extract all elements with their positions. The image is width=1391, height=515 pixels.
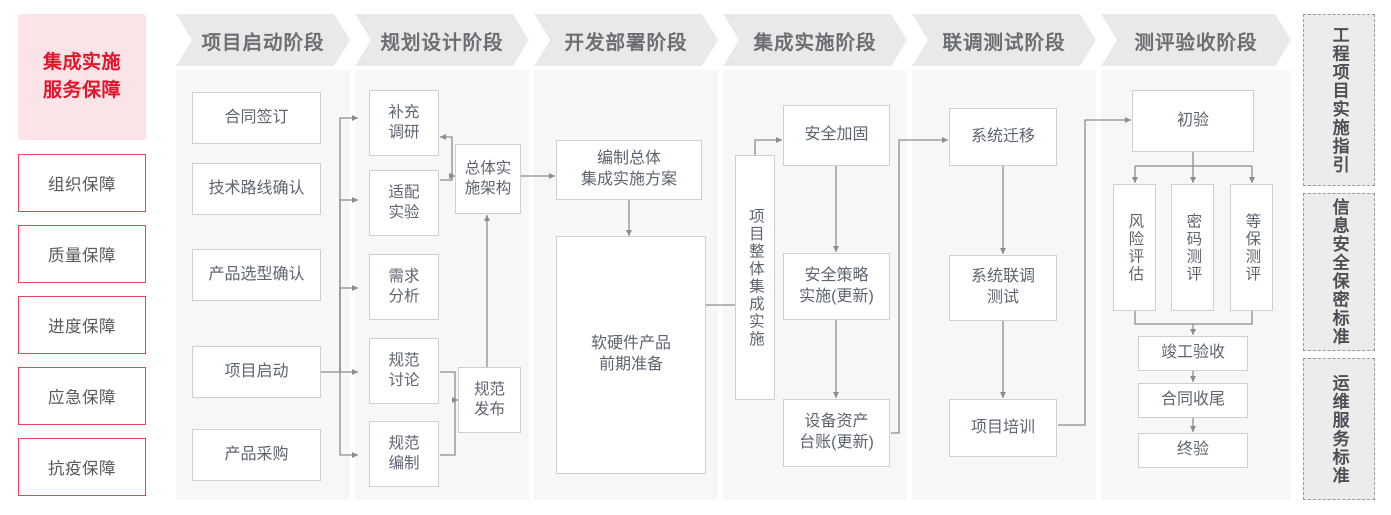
node-product-selection-confirm[interactable]: 产品选型确认 <box>192 249 321 301</box>
node-supplementary-research[interactable]: 补充调研 <box>369 90 439 156</box>
node-label: 需求分析 <box>388 267 420 305</box>
node-system-joint-debug-test[interactable]: 系统联调测试 <box>949 255 1057 321</box>
node-contract-closure[interactable]: 合同收尾 <box>1138 383 1248 418</box>
node-adaptation-experiment[interactable]: 适配实验 <box>369 170 439 236</box>
node-label: 项目整体集成实施 <box>746 207 764 348</box>
phase-header-label: 项目启动阶段 <box>201 31 325 54</box>
node-label: 终验 <box>1176 441 1209 459</box>
node-risk-assessment[interactable]: 风险评估 <box>1113 184 1156 311</box>
phase-header-3: 开发部署阶段 <box>534 14 718 66</box>
phase-header-4: 集成实施阶段 <box>723 14 907 66</box>
node-label: 适配实验 <box>388 183 420 221</box>
node-preliminary-acceptance[interactable]: 初验 <box>1132 90 1254 152</box>
phase-header-label: 开发部署阶段 <box>564 31 688 54</box>
phase-header-label: 联调测试阶段 <box>942 31 1066 54</box>
phase-header-2: 规划设计阶段 <box>355 14 529 66</box>
left-panel-title-line1: 集成实施 <box>42 52 121 74</box>
left-item-label: 抗疫保障 <box>48 460 116 478</box>
sidebar-block-1[interactable]: 信息安全保密标准 <box>1303 193 1375 351</box>
node-label: 规范发布 <box>473 380 505 418</box>
node-overall-project-integration[interactable]: 项目整体集成实施 <box>735 155 775 400</box>
sidebar-block-label: 信息安全保密标准 <box>1329 198 1349 346</box>
left-panel-title-line2: 服务保障 <box>42 80 121 101</box>
phase-header-label: 规划设计阶段 <box>380 31 504 54</box>
node-label: 安全加固 <box>804 126 869 144</box>
sidebar-block-2[interactable]: 运维服务标准 <box>1303 358 1375 500</box>
phase-header-6: 测评验收阶段 <box>1101 14 1291 66</box>
node-label: 补充调研 <box>388 103 420 141</box>
left-item-4[interactable]: 抗疫保障 <box>18 438 146 496</box>
left-item-label: 组织保障 <box>48 176 116 194</box>
sidebar-block-label: 运维服务标准 <box>1329 373 1349 485</box>
left-item-3[interactable]: 应急保障 <box>18 367 146 425</box>
sidebar-block-label: 工程项目实施指引 <box>1329 26 1349 174</box>
node-contract-signing[interactable]: 合同签订 <box>192 92 321 144</box>
node-label: 初验 <box>1176 111 1209 129</box>
node-spec-discussion[interactable]: 规范讨论 <box>369 338 439 404</box>
node-spec-release[interactable]: 规范发布 <box>458 367 521 433</box>
node-draft-overall-integration-plan[interactable]: 编制总体集成实施方案 <box>556 140 702 200</box>
left-item-2[interactable]: 进度保障 <box>18 296 146 354</box>
node-hw-sw-preparation[interactable]: 软硬件产品前期准备 <box>556 236 706 474</box>
phase-header-label: 测评验收阶段 <box>1134 31 1258 54</box>
left-item-1[interactable]: 质量保障 <box>18 225 146 283</box>
node-label: 密码测评 <box>1184 212 1202 283</box>
node-label: 编制总体集成实施方案 <box>580 150 677 188</box>
node-label: 合同收尾 <box>1160 391 1225 409</box>
node-label: 产品选型确认 <box>208 265 305 283</box>
node-final-acceptance[interactable]: 终验 <box>1138 433 1248 468</box>
node-label: 系统联调测试 <box>970 268 1035 306</box>
node-mlps-evaluation[interactable]: 等保测评 <box>1230 184 1273 311</box>
sidebar-block-0[interactable]: 工程项目实施指引 <box>1303 14 1375 186</box>
phase-header-label: 集成实施阶段 <box>753 31 877 54</box>
node-cryptography-evaluation[interactable]: 密码测评 <box>1171 184 1214 311</box>
node-label: 项目培训 <box>970 418 1035 436</box>
node-label: 项目启动 <box>224 362 289 380</box>
node-spec-drafting[interactable]: 规范编制 <box>369 421 439 487</box>
node-label: 总体实施架构 <box>464 159 512 197</box>
phase-header-5: 联调测试阶段 <box>912 14 1096 66</box>
node-overall-implementation-architecture[interactable]: 总体实施架构 <box>455 144 521 214</box>
node-label: 风险评估 <box>1126 212 1144 283</box>
node-label: 系统迁移 <box>970 127 1035 145</box>
left-panel-title: 集成实施 服务保障 <box>18 14 146 140</box>
node-label: 软硬件产品前期准备 <box>590 335 671 373</box>
node-project-training[interactable]: 项目培训 <box>949 399 1057 457</box>
node-project-kickoff[interactable]: 项目启动 <box>192 346 321 398</box>
node-requirement-analysis[interactable]: 需求分析 <box>369 254 439 320</box>
node-security-hardening[interactable]: 安全加固 <box>783 105 890 166</box>
node-tech-route-confirm[interactable]: 技术路线确认 <box>192 163 321 215</box>
node-product-procurement[interactable]: 产品采购 <box>192 429 321 481</box>
left-item-0[interactable]: 组织保障 <box>18 154 146 212</box>
node-label: 规范讨论 <box>388 351 420 389</box>
node-system-migration[interactable]: 系统迁移 <box>949 108 1057 166</box>
node-completion-acceptance[interactable]: 竣工验收 <box>1138 336 1248 371</box>
node-label: 竣工验收 <box>1160 344 1225 362</box>
node-label: 合同签订 <box>224 108 289 126</box>
left-item-label: 应急保障 <box>48 389 116 407</box>
left-item-label: 质量保障 <box>48 247 116 265</box>
node-label: 设备资产台账(更新) <box>799 413 874 451</box>
node-security-policy-implementation[interactable]: 安全策略实施(更新) <box>783 253 890 320</box>
phase-header-1: 项目启动阶段 <box>176 14 350 66</box>
node-equipment-asset-ledger[interactable]: 设备资产台账(更新) <box>783 399 890 467</box>
node-label: 技术路线确认 <box>208 179 305 197</box>
node-label: 产品采购 <box>224 445 289 463</box>
node-label: 等保测评 <box>1243 212 1261 283</box>
left-item-label: 进度保障 <box>48 318 116 336</box>
node-label: 安全策略实施(更新) <box>799 266 874 305</box>
node-label: 规范编制 <box>388 434 420 472</box>
